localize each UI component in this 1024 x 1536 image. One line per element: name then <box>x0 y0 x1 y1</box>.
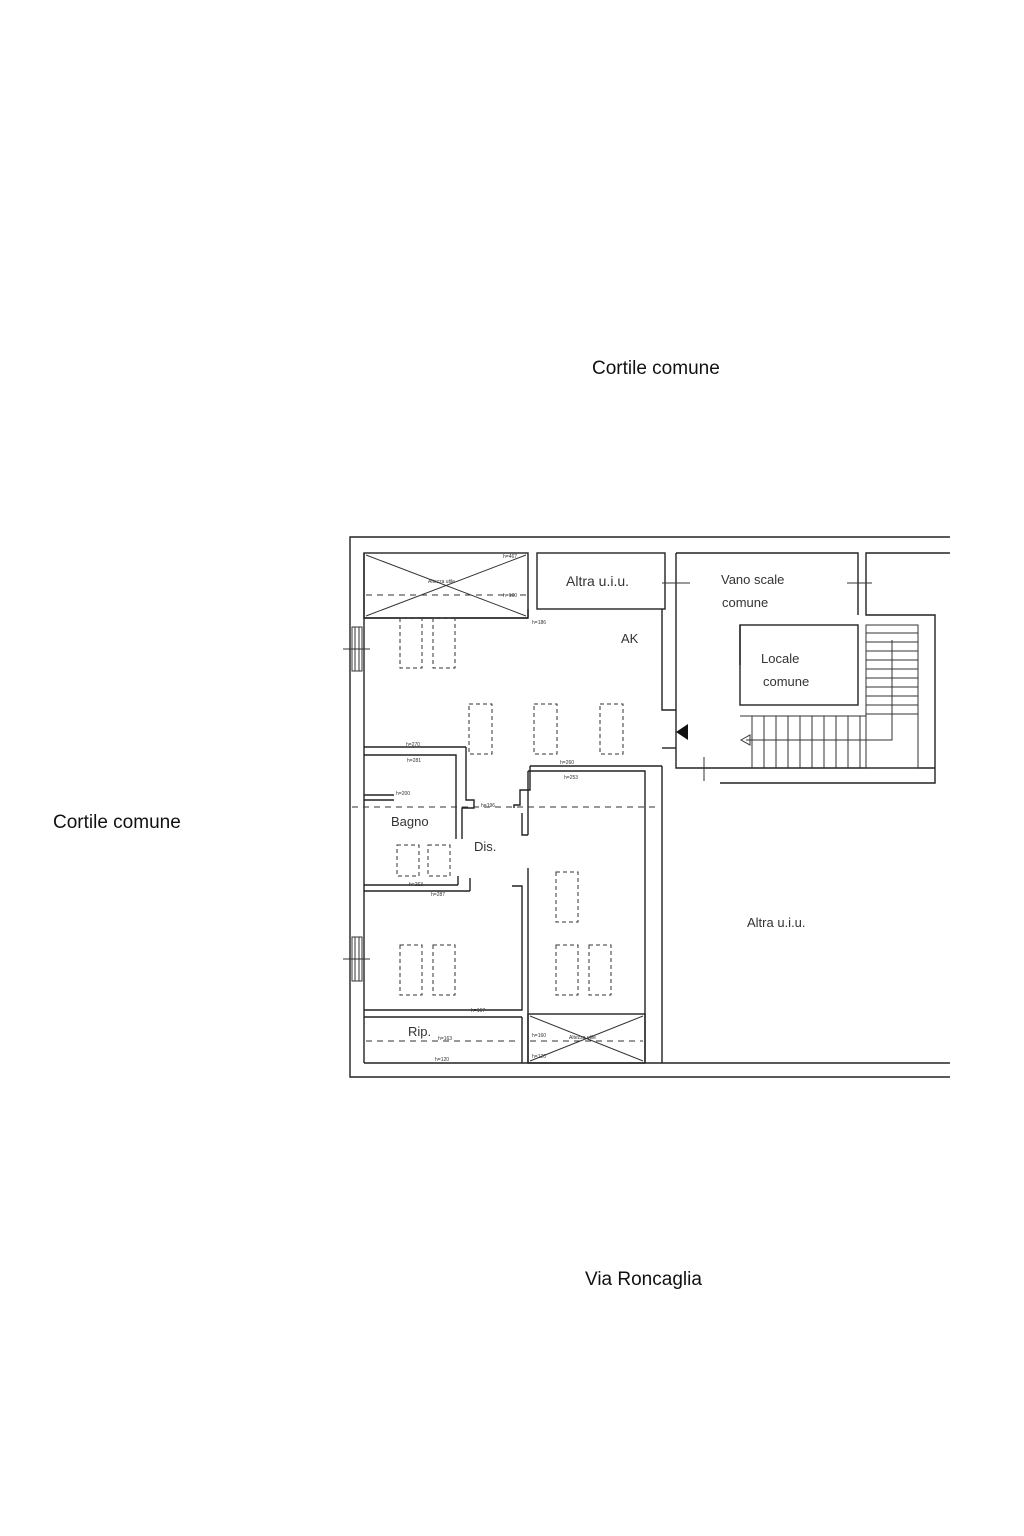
room-label-ak: AK <box>621 631 639 646</box>
height-label: h=263 <box>409 882 423 888</box>
room-label-rip: Rip. <box>408 1024 431 1039</box>
height-label: h=287 <box>431 892 445 898</box>
attic-top-left <box>363 552 529 619</box>
stair-steps-horizontal <box>740 715 866 768</box>
height-label: h=270 <box>406 742 420 748</box>
stair-block <box>662 552 935 781</box>
height-label: h=120 <box>532 1054 546 1060</box>
attic-label-bottom: Altezza utile <box>569 1035 596 1041</box>
room-label-bagno: Bagno <box>391 814 429 829</box>
room-label-vano-scale-2: comune <box>722 595 768 610</box>
bagno-room-walls <box>364 754 459 886</box>
height-label: h=260 <box>560 760 574 766</box>
attic-bottom-right <box>366 1013 646 1064</box>
room-label-altra-top: Altra u.i.u. <box>566 573 629 589</box>
height-label: h=167 <box>471 1008 485 1014</box>
height-label: h=253 <box>564 775 578 781</box>
label-cortile-west: Cortile comune <box>53 812 181 833</box>
attic-label-top: Altezza utile <box>428 579 455 585</box>
height-label: h=467 <box>503 554 517 560</box>
dashed-markers <box>396 617 624 996</box>
height-label: h=163 <box>438 1036 452 1042</box>
room-label-locale-2: comune <box>763 674 809 689</box>
height-label: h=281 <box>407 758 421 764</box>
label-cortile-north: Cortile comune <box>592 358 720 379</box>
height-label: h=196 <box>481 803 495 809</box>
altra-uiu-top-room <box>536 552 666 610</box>
height-label: h=200 <box>396 791 410 797</box>
stair-direction-arrow <box>739 734 751 746</box>
room-label-locale: Locale <box>761 651 799 666</box>
label-via-roncaglia: Via Roncaglia <box>585 1269 702 1290</box>
room-label-vano-scale: Vano scale <box>721 572 784 587</box>
height-label: h=120 <box>435 1057 449 1063</box>
window-west-top <box>343 626 370 672</box>
room-label-altra-right: Altra u.i.u. <box>747 915 806 930</box>
ak-room-walls <box>364 609 676 1063</box>
window-west-bottom <box>343 936 370 982</box>
height-label: h=160 <box>532 1033 546 1039</box>
entrance-arrow-icon <box>676 724 688 740</box>
height-label: h=186 <box>532 620 546 626</box>
room-label-dis: Dis. <box>474 839 496 854</box>
height-label: h=160 <box>503 593 517 599</box>
